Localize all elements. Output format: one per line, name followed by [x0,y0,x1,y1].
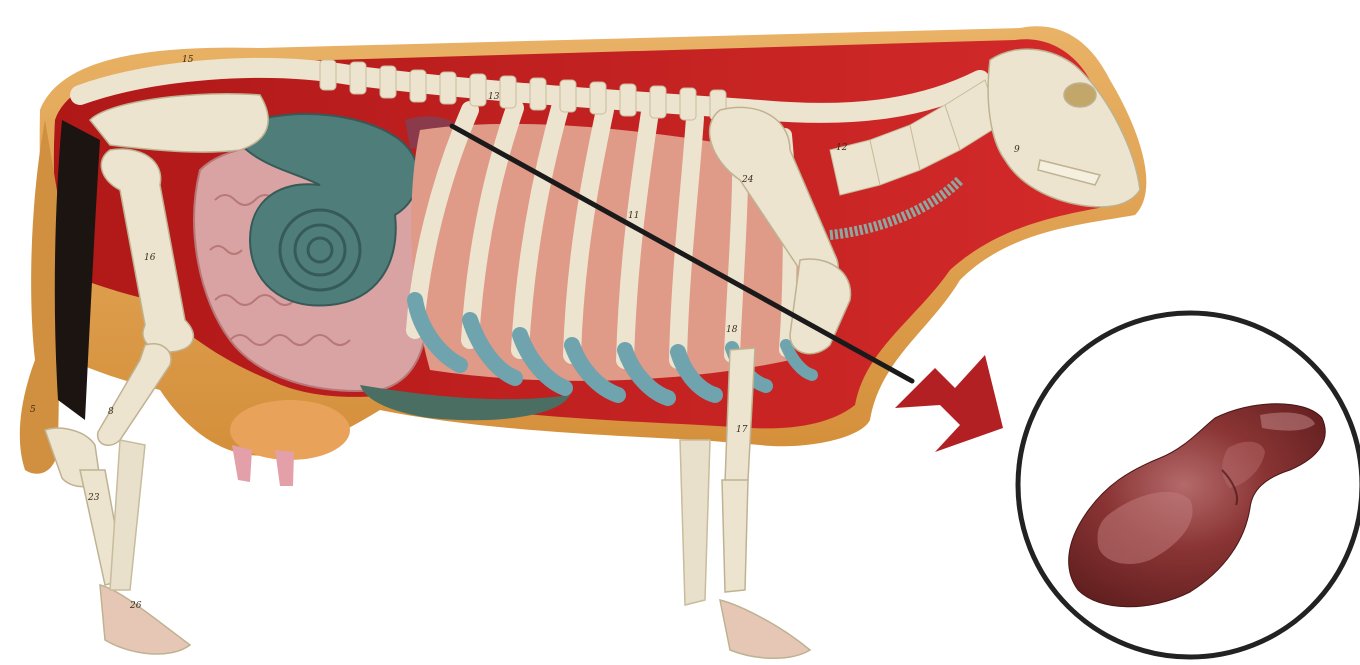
organ-callout [1018,313,1360,657]
fore-cannon [722,480,748,592]
label-15: 15 [182,55,194,65]
far-fore-leg [680,440,710,605]
pointer-arrow [895,355,1003,452]
label-24: 24 [741,175,754,185]
label-16: 16 [144,253,156,263]
label-26: 26 [129,601,142,611]
label-18: 18 [726,325,738,335]
udder [230,400,350,486]
label-17: 17 [736,425,748,435]
label-23: 23 [87,493,100,503]
fore-hoof [720,600,810,658]
far-hind-leg [110,440,145,590]
label-13: 13 [488,92,500,102]
label-12: 12 [836,143,848,153]
label-9: 9 [1014,145,1020,155]
label-8: 8 [108,407,114,417]
label-11: 11 [628,211,639,221]
eye-socket [1064,83,1096,107]
radius [725,348,755,482]
label-5: 5 [30,405,36,415]
hind-hoof [100,585,190,654]
